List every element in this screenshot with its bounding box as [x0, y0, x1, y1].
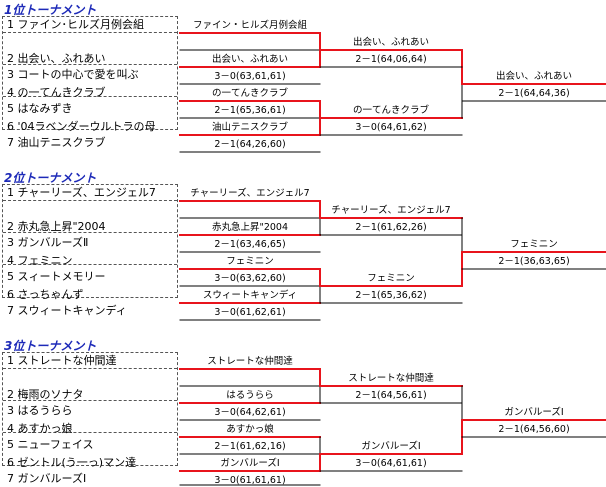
tournament-1-team-6: 6 '04ラベンダーウルトラの母 [7, 120, 156, 133]
tournament-2-team-6: 6 さっちゃんず [7, 288, 84, 301]
t1-r1-m4-score: 2－1(64,26,60) [214, 139, 286, 150]
t2-final-winner: フェミニン [510, 239, 558, 250]
t3-r2-m2-winner: ガンバルーズⅠ [361, 441, 421, 452]
tournament-3-team-5: 5 ニューフェイス [7, 438, 94, 451]
t1-r2-m1-winner: 出会い、ふれあい [352, 37, 429, 48]
t3-r1-m2-winner: はるうらら [226, 390, 274, 401]
t2-r1-m4-winner: スウィートキャンディ [202, 290, 298, 301]
tournament-2-team-7: 7 スウィートキャンディ [7, 304, 127, 317]
tournament-1-team-7: 7 油山テニスクラブ [7, 136, 106, 149]
t3-r2-m2-score: 3－0(64,61,61) [355, 458, 427, 469]
tournament-1-team-3: 3 コートの中心で愛を叫ぶ [7, 68, 139, 81]
t1-r1-m1-winner: ファイン・ヒルズ月例会組 [192, 20, 307, 31]
tournament-2-team-1: 1 チャーリーズ、エンジェル7 [7, 186, 156, 199]
tournament-1-title: 1位トーナメント [4, 3, 97, 17]
tournament-2-team-3: 3 ガンバルーズⅡ [7, 236, 89, 249]
t1-r1-m4-winner: 油山テニスクラブ [211, 122, 288, 133]
tournament-1-team-list [2, 16, 178, 130]
tournament-1-team-1: 1 ファイン･ヒルズ月例会組 [7, 18, 144, 31]
t2-r1-m2-score: 2－1(63,46,65) [214, 239, 286, 250]
t2-r1-m4-score: 3－0(61,62,61) [214, 307, 286, 318]
t1-r2-m2-score: 3－0(64,61,62) [355, 122, 427, 133]
tournament-2-team-5: 5 スィートメモリー [7, 270, 106, 283]
tournament-3-title: 3位トーナメント [4, 339, 97, 353]
tournament-3-team-4: 4 あすかっ娘 [7, 422, 73, 435]
tournament-3-team-7: 7 ガンバルーズⅠ [7, 472, 87, 485]
tournament-3-team-2: 2 梅雨のソナタ [7, 388, 84, 401]
t1-r1-m3-score: 2－1(65,36,61) [214, 105, 286, 116]
t3-final-winner: ガンバルーズⅠ [504, 407, 564, 418]
t2-r1-m3-winner: フェミニン [226, 256, 274, 267]
tournament-3-team-3: 3 はるうらら [7, 404, 73, 417]
t1-r1-m2-winner: 出会い、ふれあい [211, 54, 288, 65]
t3-r1-m4-winner: ガンバルーズⅠ [220, 458, 280, 469]
tournament-3-team-list [2, 352, 178, 466]
t2-r2-m2-winner: フェミニン [367, 273, 415, 284]
t3-r2-m1-score: 2－1(64,56,61) [355, 390, 427, 401]
t3-r1-m4-score: 3－0(61,61,61) [214, 475, 286, 486]
t2-r1-m2-winner: 赤丸急上昇"2004 [211, 222, 289, 233]
t3-r2-m1-winner: ストレートな仲間達 [348, 373, 434, 384]
t3-final-score: 2－1(64,56,60) [498, 424, 570, 435]
tournament-3-team-1: 1 ストレートな仲間達 [7, 354, 117, 367]
t2-r1-m1-winner: チャーリーズ、エンジェル7 [190, 188, 310, 199]
t2-r2-m1-score: 2－1(61,62,26) [355, 222, 427, 233]
tournament-1-team-5: 5 はなみずき [7, 102, 73, 115]
t1-r1-m2-score: 3－0(63,61,61) [214, 71, 286, 82]
t2-r1-m3-score: 3－0(63,62,60) [214, 273, 286, 284]
t1-r2-m1-score: 2－1(64,06,64) [355, 54, 427, 65]
t2-final-score: 2－1(36,63,65) [498, 256, 570, 267]
t1-r1-m3-winner: の一てんきクラブ [211, 88, 288, 99]
tournament-2-team-2: 2 赤丸急上昇"2004 [7, 220, 106, 233]
t3-r1-m3-score: 2－1(61,62,16) [214, 441, 286, 452]
t3-r1-m1-winner: ストレートな仲間達 [207, 356, 293, 367]
tournament-1-team-4: 4 の一てんきクラブ [7, 86, 106, 99]
tournament-2-team-list [2, 184, 178, 298]
tournament-2-team-4: 4 フェミニン [7, 254, 73, 267]
tournament-2-title: 2位トーナメント [4, 171, 97, 185]
t2-r2-m1-winner: チャーリーズ、エンジェル7 [331, 205, 451, 216]
t2-r2-m2-score: 2－1(65,36,62) [355, 290, 427, 301]
tournament-3-team-6: 6 ゼントル(う一っ)マン達 [7, 456, 137, 469]
t3-r1-m2-score: 3－0(64,62,61) [214, 407, 286, 418]
t1-final-score: 2－1(64,64,36) [498, 88, 570, 99]
t3-r1-m3-winner: あすかっ娘 [226, 424, 274, 435]
tournament-1-team-2: 2 出会い、ふれあい [7, 52, 106, 65]
t1-r2-m2-winner: の一てんきクラブ [352, 105, 429, 116]
t1-final-winner: 出会い、ふれあい [495, 71, 572, 82]
